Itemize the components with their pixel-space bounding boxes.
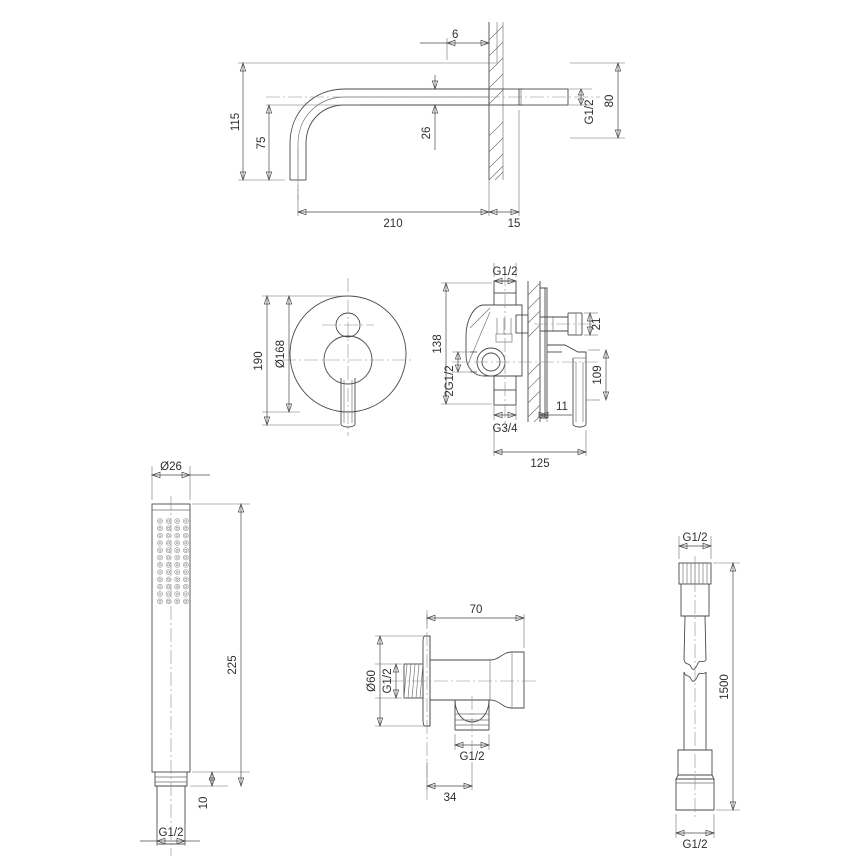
dim-label-valve-125: 125 <box>530 458 549 470</box>
view-trim-plate: 190 Ø168 <box>253 278 414 436</box>
dim-label-hs-225: 225 <box>227 655 239 674</box>
dim-label-hose-1500: 1500 <box>719 674 731 700</box>
view-spout: 6 115 75 26 80 <box>230 22 625 230</box>
dimension-wo-g12-in: G1/2 <box>382 662 400 700</box>
dim-label-plate-d168: Ø168 <box>275 340 287 368</box>
view-hand-shower: Ø26 225 10 G1/2 <box>140 461 250 856</box>
dim-label-wo-70: 70 <box>470 604 483 616</box>
dimension-spout-75: 75 <box>256 103 273 182</box>
dim-label-hose-g12-bottom: G1/2 <box>683 839 708 851</box>
dimension-plate-d168: Ø168 <box>275 294 293 414</box>
dimension-spout-115: 115 <box>230 61 247 182</box>
dim-label-wo-d60: Ø60 <box>366 670 378 692</box>
dimension-valve-11: 11 <box>538 401 572 419</box>
dim-label-plate-190: 190 <box>253 351 265 370</box>
dim-label-hose-g12-top: G1/2 <box>683 532 708 544</box>
dim-label-valve-g12-top: G1/2 <box>493 266 518 278</box>
wall-outlet-body <box>430 651 525 709</box>
dim-label-spout-6: 6 <box>452 29 458 41</box>
dimension-wo-d60: Ø60 <box>366 634 384 728</box>
dimension-valve-138: 138 <box>432 281 450 406</box>
dim-label-wo-34: 34 <box>444 792 457 804</box>
valve-outlet-spigot <box>515 312 583 336</box>
view-hose: G1/2 1500 G1/2 <box>674 532 740 851</box>
wall-hatch-valve <box>527 281 541 423</box>
dimension-spout-26: 26 <box>421 75 439 150</box>
dim-label-valve-2g12: 2G1/2 <box>444 365 456 396</box>
dimension-spout-80: 80 <box>604 61 622 140</box>
wall-hatch-spout <box>488 22 504 181</box>
dimension-wo-70: 70 <box>425 604 526 622</box>
dimension-plate-190: 190 <box>253 294 271 427</box>
dimension-spout-15: 15 <box>487 208 521 230</box>
dimension-hose-1500: 1500 <box>719 561 737 812</box>
dim-label-spout-thread: G1/2 <box>584 100 596 125</box>
dim-label-spout-80: 80 <box>604 95 616 108</box>
dimension-spout-thread: G1/2 <box>577 88 596 125</box>
dim-label-wo-g12-out: G1/2 <box>460 751 485 763</box>
dim-label-hs-10: 10 <box>198 797 210 810</box>
dim-label-spout-26: 26 <box>421 127 433 140</box>
dim-label-spout-210: 210 <box>383 218 402 230</box>
trimplate-extension-lines <box>262 295 352 426</box>
dim-label-valve-138: 138 <box>432 334 444 353</box>
hose-upper-collar <box>680 584 710 661</box>
valve-front-trim <box>547 344 587 428</box>
dim-label-valve-g34: G3/4 <box>493 423 519 435</box>
dimension-spout-210: 210 <box>296 208 491 230</box>
hose-extension-lines <box>675 536 740 838</box>
view-valve-body: G1/2 138 21 2G1/2 109 <box>432 263 610 470</box>
handshower-extension-lines <box>151 466 250 846</box>
wall-outlet-extension-lines <box>375 614 525 790</box>
dimension-valve-125: 125 <box>492 448 588 470</box>
dim-label-spout-115: 115 <box>230 113 242 131</box>
dim-label-hs-d26: Ø26 <box>160 461 182 473</box>
dim-label-valve-11: 11 <box>556 401 568 413</box>
dim-label-hs-g12: G1/2 <box>159 827 184 839</box>
dimension-hs-d26: Ø26 <box>150 461 210 479</box>
dimension-valve-g12-top: G1/2 <box>493 266 518 285</box>
dimension-hs-10: 10 <box>198 770 216 810</box>
spout-extension-lines <box>238 22 625 216</box>
dim-label-valve-109: 109 <box>592 365 604 384</box>
dim-label-valve-21: 21 <box>591 318 603 331</box>
dimension-wo-34: 34 <box>425 782 474 804</box>
dimension-hs-225: 225 <box>227 502 245 788</box>
dimension-valve-21: 21 <box>586 311 603 337</box>
dimension-valve-2g12: 2G1/2 <box>444 351 462 397</box>
dimension-hose-g12-top: G1/2 <box>677 532 713 550</box>
dimension-valve-109: 109 <box>592 348 610 402</box>
dim-label-spout-75: 75 <box>256 137 268 150</box>
valve-extension-lines <box>441 263 600 456</box>
dimension-wo-g12-out: G1/2 <box>453 741 491 763</box>
valve-escutcheon-plate <box>540 287 548 419</box>
spout-body <box>289 88 489 181</box>
dimension-hose-g12-bottom: G1/2 <box>674 829 716 851</box>
hose-top-nut <box>678 562 712 585</box>
dimension-spout-6: 6 <box>420 29 491 47</box>
view-wall-outlet: 70 Ø60 G1/2 G1/2 34 <box>366 604 538 804</box>
handshower-hole-grid <box>157 518 189 605</box>
hose-shaft <box>683 659 707 750</box>
dimension-valve-g34: G3/4 <box>493 411 519 435</box>
valve-body-outline <box>465 280 523 406</box>
dim-label-wo-g12-in: G1/2 <box>382 669 394 694</box>
dim-label-spout-15: 15 <box>508 218 521 230</box>
dimension-hs-g12: G1/2 <box>140 827 200 845</box>
